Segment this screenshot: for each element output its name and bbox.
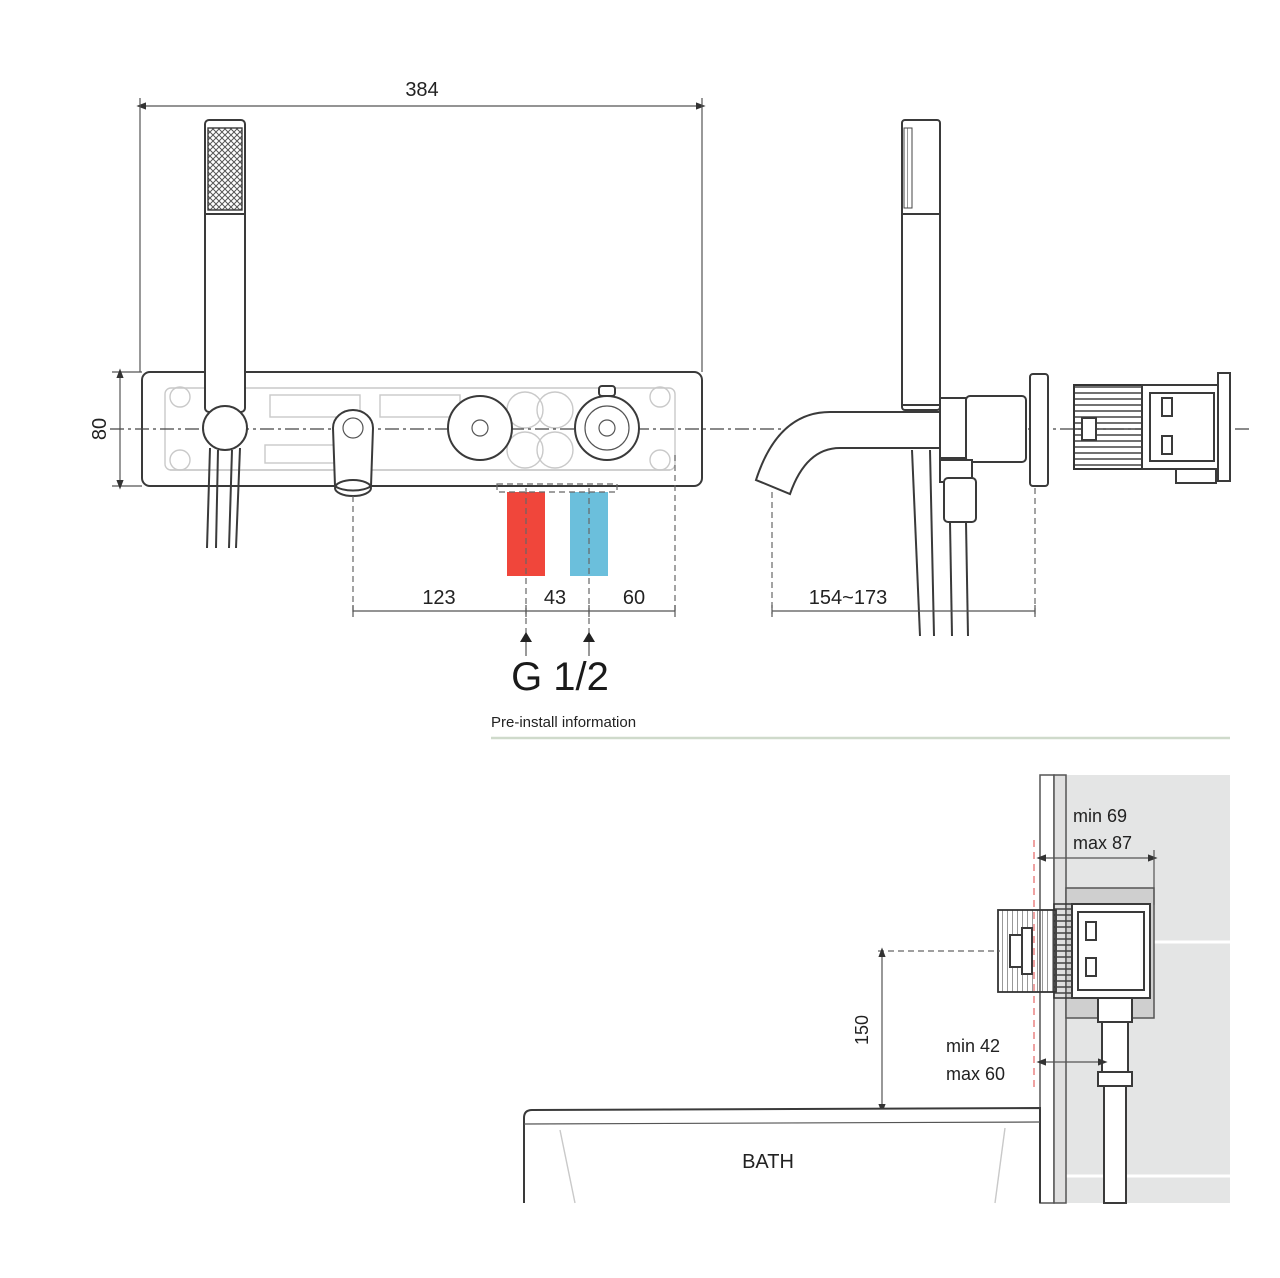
height-above-bath-label: 150 — [852, 1015, 872, 1045]
section-title: Pre-install information — [491, 714, 636, 731]
wall-section — [997, 774, 1230, 1204]
concealed-body-side — [1073, 372, 1231, 484]
hand-shower-front — [202, 119, 248, 549]
shower-holder-side — [939, 373, 1049, 523]
spout-to-hot-dimension: 123 — [422, 587, 455, 609]
outlet-max-label: max 60 — [946, 1064, 1005, 1084]
depth-max-label: max 87 — [1073, 833, 1132, 853]
diverter-knob — [447, 395, 513, 461]
hot-to-cold-dimension: 43 — [544, 587, 566, 609]
front-view: 384 80 — [89, 79, 1250, 699]
spout-side — [754, 411, 967, 496]
connection-thread-label: G 1/2 — [511, 655, 609, 699]
bath-label: BATH — [742, 1151, 794, 1173]
shower-hose-side — [911, 449, 969, 637]
hand-shower-side — [901, 119, 941, 411]
projection-dimension-label: 154~173 — [809, 587, 887, 609]
cold-to-edge-dimension: 60 — [623, 587, 645, 609]
bath: BATH — [523, 1106, 1041, 1204]
spout-front — [331, 409, 375, 497]
side-view: 154~173 — [754, 119, 1049, 637]
depth-min-label: min 69 — [1073, 806, 1127, 826]
outlet-min-label: min 42 — [946, 1036, 1000, 1056]
height-dimension-label: 80 — [89, 418, 111, 440]
width-dimension-label: 384 — [405, 79, 438, 101]
thermostat-knob — [574, 385, 640, 461]
